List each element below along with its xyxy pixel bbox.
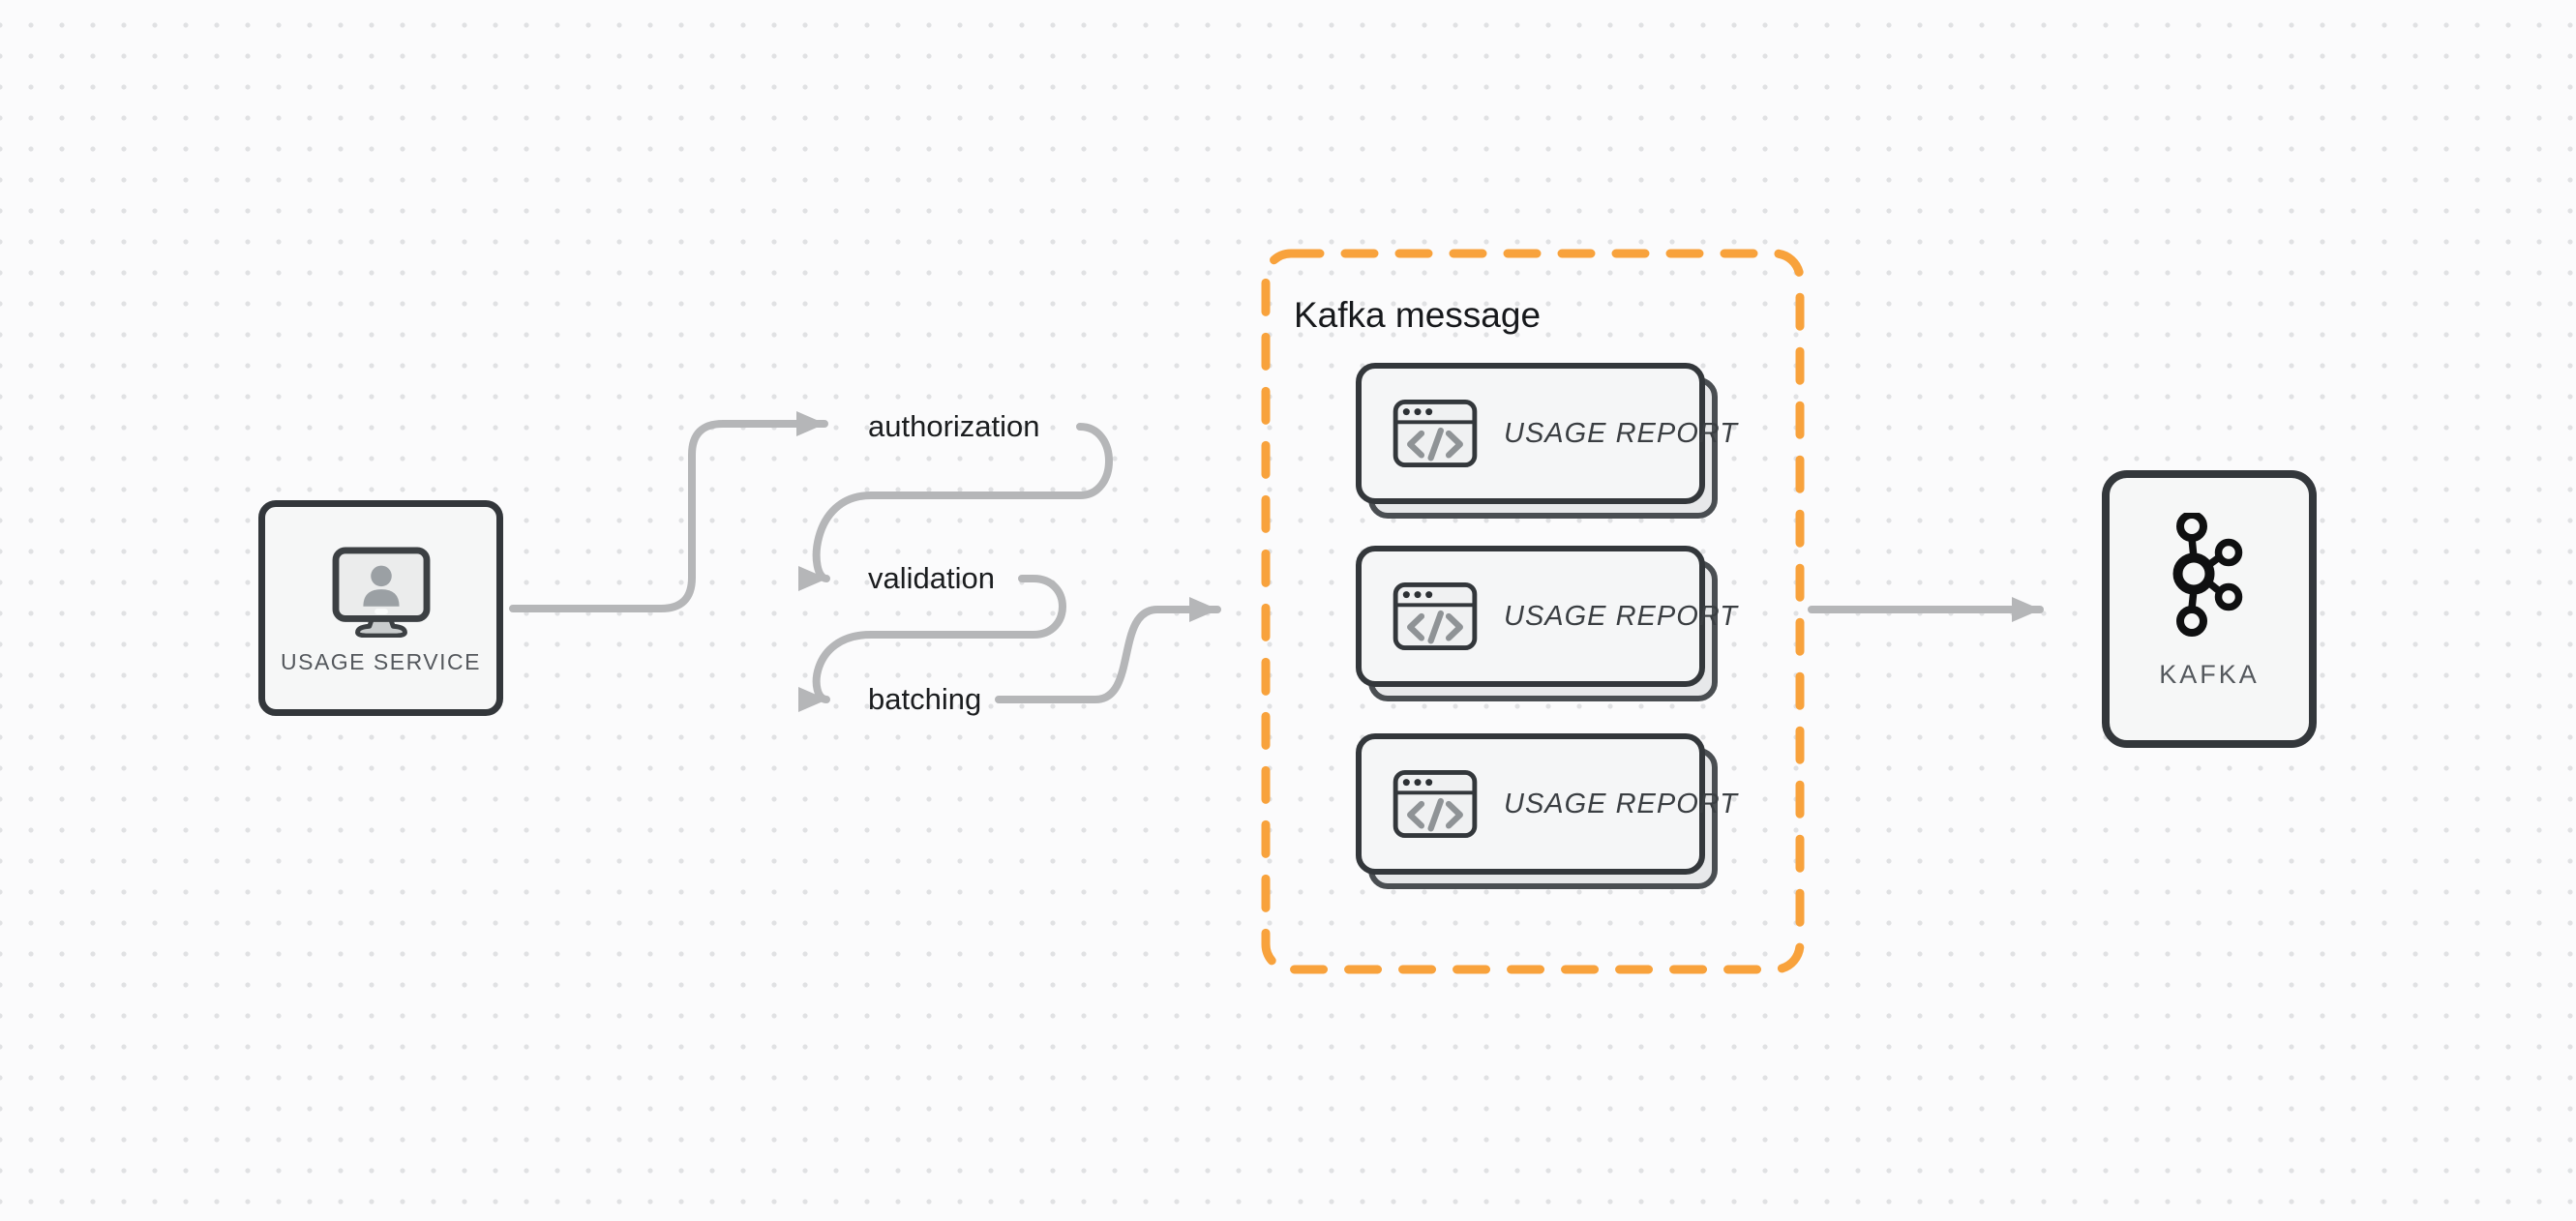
step-label-authorization: authorization (868, 409, 1040, 443)
kafka-logo-icon (2172, 513, 2243, 637)
kafka-message-group-title: Kafka message (1294, 295, 1542, 335)
monitor-user-icon (332, 547, 430, 638)
kafka-label: KAFKA (2159, 660, 2260, 689)
kafka-message-group-border (1261, 249, 1805, 974)
kafka-node: KAFKA (2102, 470, 2317, 748)
usage-report-card: USAGE REPORT (1356, 546, 1737, 701)
usage-report-label: USAGE REPORT (1504, 788, 1738, 819)
arrow-authorization-to-validation (797, 423, 1113, 591)
code-window-icon (1393, 399, 1478, 468)
step-label-batching: batching (868, 682, 982, 716)
usage-report-label: USAGE REPORT (1504, 417, 1738, 449)
usage-report-label: USAGE REPORT (1504, 600, 1738, 632)
usage-report-card: USAGE REPORT (1356, 733, 1737, 889)
usage-service-node: USAGE SERVICE (258, 500, 503, 716)
step-label-validation: validation (868, 561, 995, 595)
arrow-usage-service-to-authorization (509, 411, 828, 612)
code-window-icon (1393, 581, 1478, 651)
code-window-icon (1393, 769, 1478, 839)
usage-report-card: USAGE REPORT (1356, 363, 1737, 519)
arrow-batching-to-kafka-message (995, 597, 1221, 703)
usage-service-label: USAGE SERVICE (281, 649, 481, 674)
arrow-validation-to-batching (797, 575, 1066, 712)
